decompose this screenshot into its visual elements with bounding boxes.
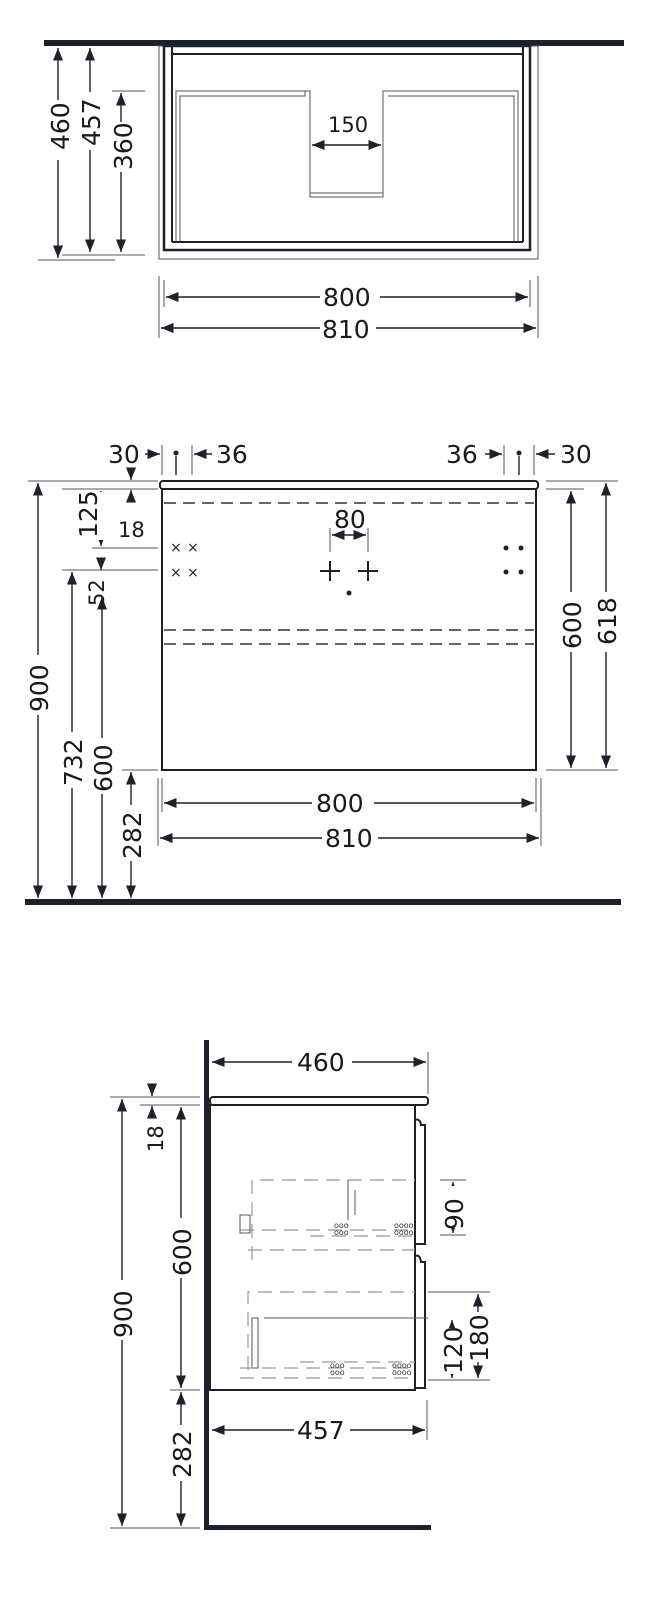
cabinet-side — [209, 1104, 416, 1391]
countertop-side — [209, 1096, 429, 1106]
svg-text:460: 460 — [297, 1048, 345, 1077]
dimension-457-side: 457 — [212, 1400, 428, 1445]
cabinet-front — [161, 488, 537, 771]
svg-text:120: 120 — [439, 1326, 468, 1374]
dimension-18-side: 18 — [144, 1083, 168, 1152]
dimension-282: 282 — [115, 772, 147, 898]
dimension-150: 150 — [312, 113, 381, 151]
dimension-125: 125 — [62, 488, 158, 549]
svg-text:732: 732 — [59, 738, 88, 786]
lower-drawer-front — [414, 1254, 426, 1389]
svg-text:oooo: oooo — [394, 1228, 414, 1237]
svg-text:600: 600 — [558, 601, 587, 649]
svg-text:36: 36 — [216, 440, 248, 469]
svg-text:282: 282 — [168, 1430, 197, 1478]
dimension-30-36-left: 30 36 — [108, 440, 248, 475]
dimension-600-left: 600 — [86, 597, 118, 898]
dimension-810: 810 — [158, 276, 539, 344]
svg-text:oooo: oooo — [392, 1368, 412, 1377]
mounting-holes-right — [503, 545, 524, 575]
floor-line — [25, 899, 621, 905]
dimension-282-side: 282 — [165, 1392, 197, 1526]
dimension-800: 800 — [163, 280, 531, 312]
svg-text:900: 900 — [25, 664, 54, 712]
svg-text:30: 30 — [560, 440, 592, 469]
mounting-holes-left: × × × × — [170, 540, 199, 581]
svg-text:150: 150 — [328, 113, 368, 137]
dimension-732: 732 — [56, 572, 88, 898]
svg-text:180: 180 — [465, 1314, 494, 1362]
svg-text:×: × — [170, 540, 182, 556]
dimension-460: 460 — [38, 48, 115, 261]
dimension-900: 900 — [22, 483, 54, 898]
dimension-618: 618 — [590, 483, 622, 768]
svg-text:18: 18 — [144, 1125, 168, 1152]
dimension-90: 90 — [440, 1179, 469, 1236]
dimension-457: 457 — [62, 48, 145, 256]
svg-text:600: 600 — [168, 1228, 197, 1276]
upper-drawer-front — [414, 1118, 426, 1245]
dimension-360: 360 — [106, 90, 145, 252]
top-view: 460 457 360 150 800 — [38, 40, 624, 344]
dimension-180: 180 — [428, 1291, 494, 1381]
svg-text:360: 360 — [109, 122, 138, 170]
svg-text:80: 80 — [334, 505, 366, 534]
dimension-18: 18 — [118, 467, 145, 542]
svg-text:30: 30 — [108, 440, 140, 469]
svg-text:×: × — [187, 565, 199, 581]
svg-text:18: 18 — [118, 518, 145, 542]
svg-text:618: 618 — [593, 597, 622, 645]
svg-text:52: 52 — [85, 579, 109, 606]
svg-text:460: 460 — [46, 102, 75, 150]
dimension-36-30-right: 36 30 — [446, 440, 592, 475]
dimension-600-right: 600 — [555, 491, 587, 768]
dimension-900-side: 900 — [106, 1099, 138, 1526]
svg-text:800: 800 — [323, 283, 371, 312]
svg-text:457: 457 — [77, 98, 106, 146]
wall-line — [204, 1040, 209, 1530]
svg-text:ooo: ooo — [330, 1361, 345, 1370]
svg-text:36: 36 — [446, 440, 478, 469]
svg-text:oooo: oooo — [394, 1221, 414, 1230]
countertop — [159, 480, 539, 490]
dimension-120: 120 — [439, 1320, 468, 1378]
svg-text:ooo: ooo — [330, 1368, 345, 1377]
wall-line — [44, 40, 624, 46]
svg-text:×: × — [187, 540, 199, 556]
front-view: × × × × 80 30 36 — [22, 440, 622, 905]
dimension-810-front: 810 — [157, 778, 542, 853]
svg-text:282: 282 — [118, 811, 147, 859]
svg-text:ooo: ooo — [334, 1228, 349, 1237]
tap-holes — [320, 561, 378, 596]
dimension-460-side: 460 — [212, 1047, 429, 1094]
floor-line — [204, 1525, 431, 1530]
dimension-600-side: 600 — [165, 1107, 197, 1388]
svg-text:×: × — [170, 565, 182, 581]
svg-text:600: 600 — [89, 744, 118, 792]
svg-text:810: 810 — [322, 315, 370, 344]
svg-text:oooo: oooo — [392, 1361, 412, 1370]
svg-text:90: 90 — [440, 1198, 469, 1230]
svg-text:900: 900 — [109, 1290, 138, 1338]
svg-text:125: 125 — [74, 490, 103, 538]
dimension-52: 52 — [85, 557, 109, 606]
svg-text:ooo: ooo — [334, 1221, 349, 1230]
svg-text:457: 457 — [297, 1416, 345, 1445]
svg-text:800: 800 — [316, 789, 364, 818]
cabinet-plan — [158, 44, 539, 260]
dimension-80: 80 — [329, 505, 369, 552]
svg-text:810: 810 — [325, 824, 373, 853]
dimension-800-front: 800 — [161, 778, 537, 818]
